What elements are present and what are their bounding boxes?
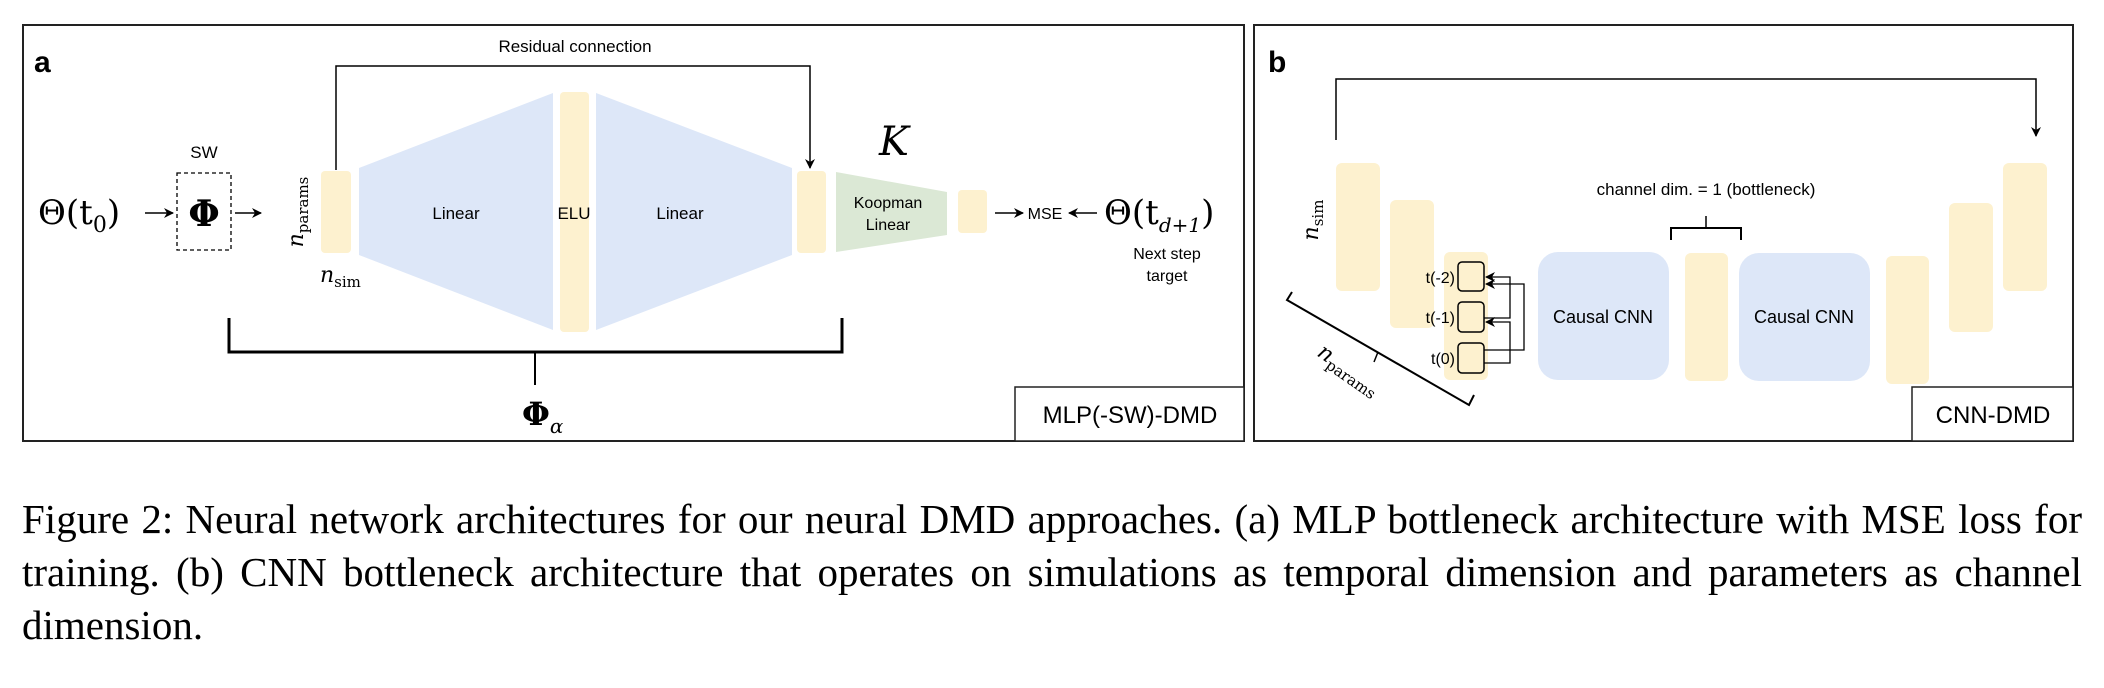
time-step-box-t-2	[1457, 261, 1485, 292]
causal-cnn-label-2: Causal CNN	[1754, 307, 1854, 327]
elu-bar	[560, 92, 589, 332]
residual-connection-arrow	[335, 65, 815, 170]
model-name-box-a	[1014, 386, 1245, 442]
model-name-box-b	[1911, 386, 2074, 442]
panel-b: b t(-2) t(-1) t(0) Causal CNN Causal CNN…	[1253, 24, 2074, 442]
time-step-box-t0	[1457, 342, 1485, 374]
linear-label-2: Linear	[656, 204, 704, 223]
time-step-box-t-1	[1457, 301, 1485, 333]
causal-cnn-block-2	[1739, 253, 1870, 381]
koopman-label-2: Linear	[866, 217, 911, 234]
decoder-bar-3	[2003, 163, 2047, 291]
koopman-label-1: Koopman	[854, 195, 923, 212]
decoder-bar-1	[1886, 256, 1929, 384]
causal-cnn-block-1	[1538, 252, 1669, 380]
input-feature-bar	[321, 171, 351, 253]
latent-feature-bar	[797, 171, 826, 253]
n-sim-label-b: nsim	[1299, 200, 1327, 241]
phi-alpha-label: Φα	[522, 395, 564, 438]
sw-label: SW	[190, 143, 217, 162]
decoder-bar-2	[1949, 203, 1993, 332]
bottleneck-label: channel dim. = 1 (bottleneck)	[1597, 180, 1816, 199]
input-theta: Θ(t0)	[38, 193, 120, 238]
n-sim-label: nsim	[320, 263, 361, 291]
n-params-bracket-tick	[1373, 351, 1379, 363]
causal-arrow-t0-to-t-1	[1484, 317, 1511, 364]
linear-label-1: Linear	[432, 204, 480, 223]
bottleneck-bracket	[1670, 227, 1742, 240]
phi-symbol: Φ	[188, 193, 219, 235]
n-params-label: nparams	[284, 177, 312, 248]
panel-b-frame	[1253, 24, 2074, 442]
linear-decoder-block	[596, 93, 792, 330]
skip-connection-arrow	[1335, 78, 2041, 140]
next-step-label: Next step	[1133, 246, 1201, 263]
model-name-b: CNN-DMD	[1936, 402, 2051, 429]
figure-diagram: a Residual connection Θ(t0) SW Φ nparams…	[22, 24, 2074, 442]
target-label: target	[1147, 268, 1188, 285]
encoder-bar-1	[1336, 163, 1380, 291]
output-feature-bar	[958, 190, 987, 233]
causal-arrow-t-1-to-t-2	[1484, 272, 1511, 319]
linear-encoder-block	[359, 93, 553, 330]
time-label-t-2: t(-2)	[1426, 270, 1455, 287]
target-theta: Θ(td+1)	[1104, 193, 1214, 237]
causal-cnn-label-1: Causal CNN	[1553, 307, 1653, 327]
figure-caption: Figure 2: Neural network architectures f…	[22, 496, 2082, 648]
panel-a-frame	[22, 24, 1245, 442]
panel-b-label: b	[1268, 46, 1286, 79]
mse-label: MSE	[1028, 206, 1063, 223]
model-name-a: MLP(-SW)-DMD	[1043, 402, 1218, 429]
koopman-k-symbol: K	[878, 119, 911, 165]
time-label-t0: t(0)	[1431, 351, 1455, 368]
sw-box	[176, 172, 232, 251]
koopman-linear-block	[836, 172, 947, 252]
panel-a-label: a	[34, 46, 51, 79]
elu-label: ELU	[557, 204, 590, 223]
encoder-bar-2	[1390, 200, 1434, 328]
panel-a: a Residual connection Θ(t0) SW Φ nparams…	[22, 24, 1245, 442]
causal-arrow-t0-to-t-2	[1484, 279, 1525, 351]
time-label-t-1: t(-1)	[1426, 310, 1455, 327]
residual-connection-label: Residual connection	[498, 37, 651, 56]
bottleneck-bar	[1685, 253, 1728, 381]
